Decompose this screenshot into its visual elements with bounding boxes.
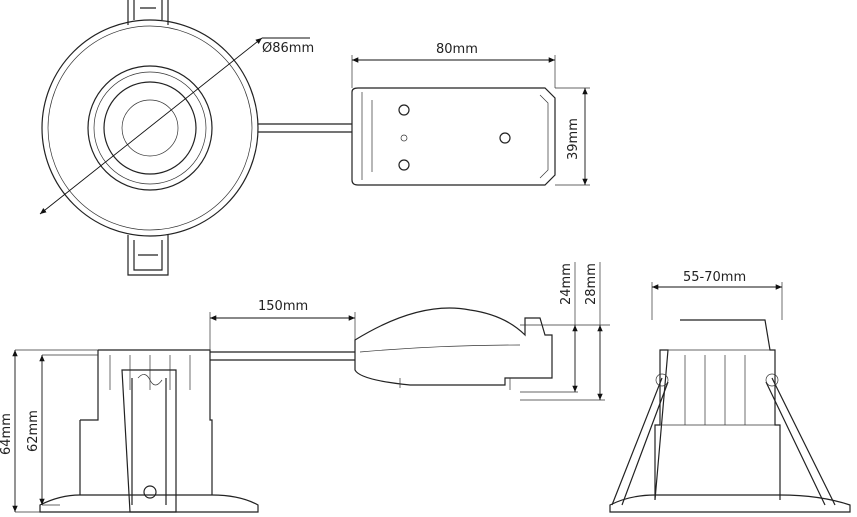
junction-box-top-view: 80mm 39mm <box>351 42 590 186</box>
box-length-label: 80mm <box>436 42 478 57</box>
box-width-label: 39mm <box>566 118 581 160</box>
downlight-front-view: 55-70mm <box>609 270 851 513</box>
cable-length-label: 150mm <box>258 299 308 314</box>
diameter-label: Ø86mm <box>262 41 314 56</box>
downlight-side-view: 64mm 62mm 150mm <box>0 299 356 513</box>
cutout-label: 55-70mm <box>683 270 746 285</box>
junction-box-side-view: 24mm 28mm <box>354 262 610 401</box>
total-height-label: 64mm <box>0 413 14 455</box>
downlight-top-view: Ø86mm <box>39 0 352 276</box>
recess-height-label: 62mm <box>26 410 41 452</box>
box-height-high-label: 28mm <box>584 263 599 305</box>
box-height-low-label: 24mm <box>559 263 574 305</box>
